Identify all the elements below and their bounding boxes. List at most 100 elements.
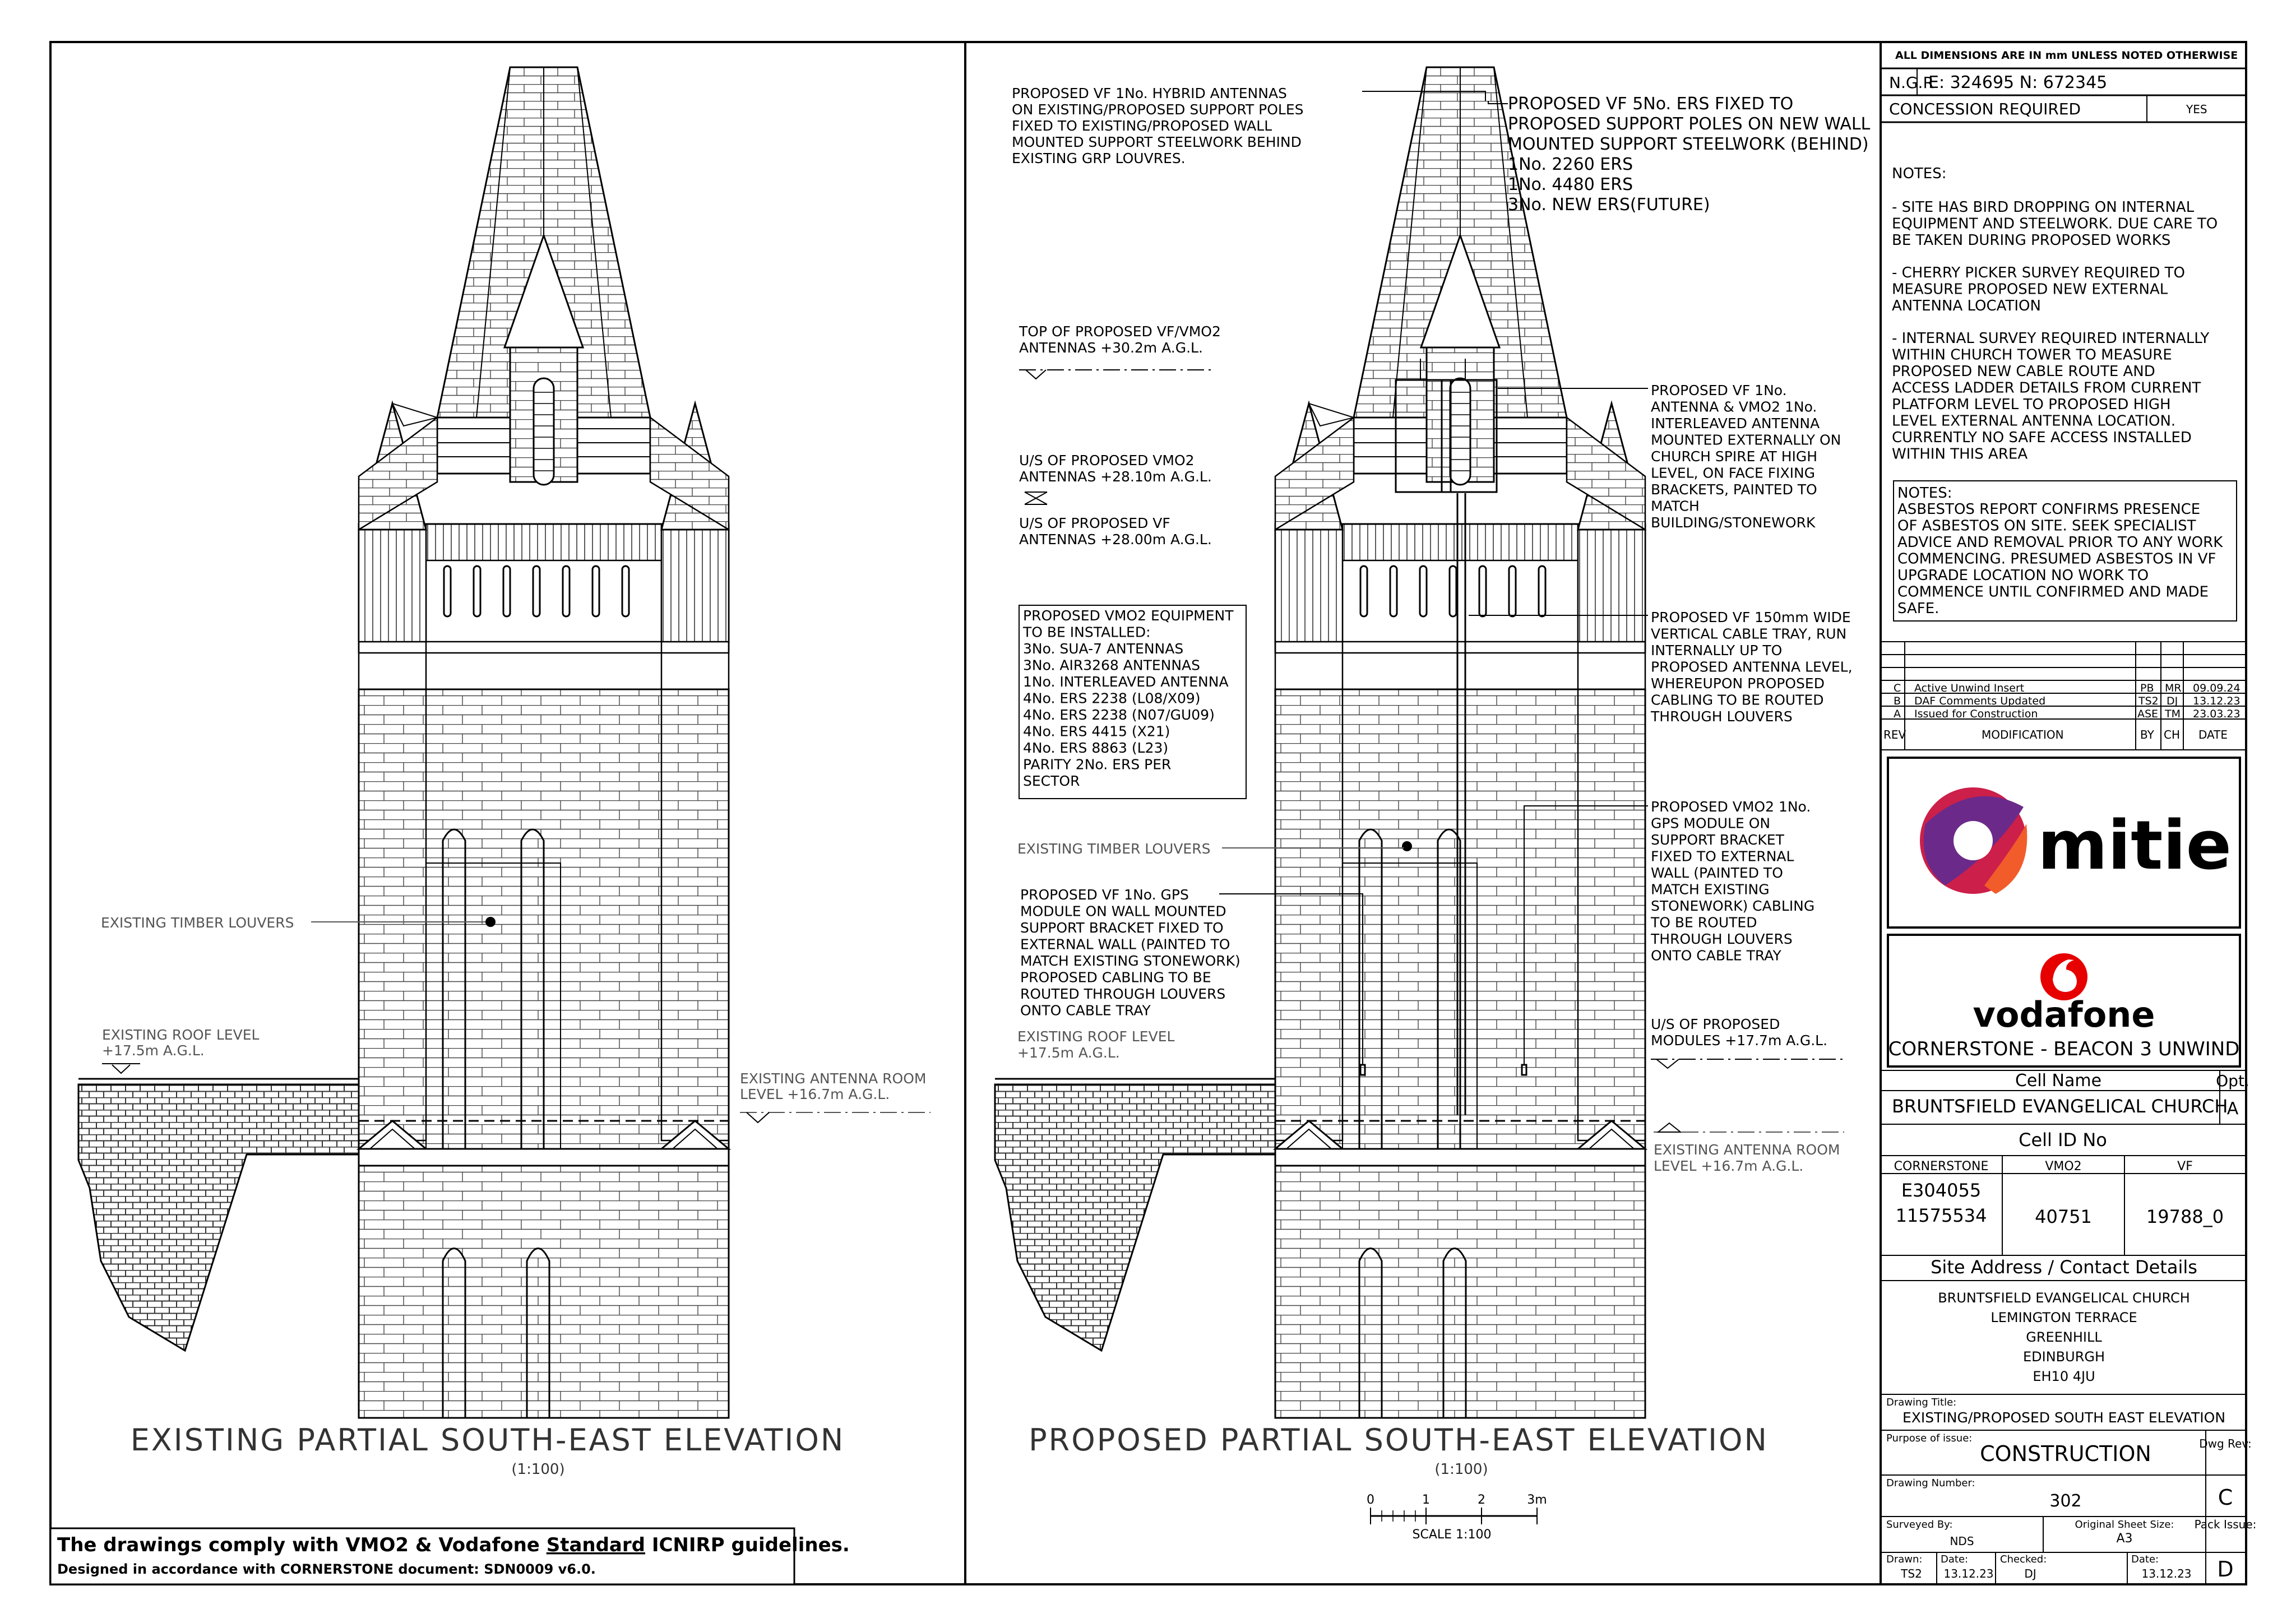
proposed-elevation-view: PROPOSED VF 1No. HYBRID ANTENNAS ON EXIS…	[994, 66, 1874, 1542]
compliance-line-2: Designed in accordance with CORNERSTONE …	[57, 1561, 596, 1577]
rev-b-date: 13.12.23	[2193, 695, 2241, 707]
rev-b-by: TS2	[2138, 695, 2159, 707]
sheet-border	[49, 41, 2247, 1585]
site-address-line-5: EH10 4JU	[2033, 1369, 2095, 1384]
cell-name-label: Cell Name	[2015, 1071, 2101, 1091]
rev-a-by: ASE	[2137, 708, 2158, 720]
existing-tower-drawing	[77, 66, 730, 1419]
cornerstone-id-2: 11575534	[1896, 1205, 1987, 1226]
rev-header-mod: MODIFICATION	[1982, 728, 2064, 741]
existing-antenna-room-value: LEVEL +16.7m A.G.L.	[740, 1086, 890, 1102]
rev-c-by: PB	[2140, 682, 2154, 694]
sheet-size-value: A3	[2116, 1532, 2132, 1546]
ers-note: PROPOSED VF 5No. ERS FIXED TO PROPOSED S…	[1508, 94, 1874, 215]
existing-elevation-view: EXISTING TIMBER LOUVERS EXISTING ROOF LE…	[77, 66, 931, 1478]
scale-tick-0: 0	[1367, 1493, 1374, 1507]
top-antennas-level: TOP OF PROPOSED VF/VMO2 ANTENNAS +30.2m …	[1019, 323, 1225, 356]
ngr-value: E: 324695 N: 672345	[1928, 73, 2107, 92]
interleaved-antenna-note: PROPOSED VF 1No. ANTENNA & VMO2 1No. INT…	[1651, 382, 1845, 531]
vmo2-id: 40751	[2035, 1206, 2092, 1227]
site-address-line-1: BRUNTSFIELD EVANGELICAL CHURCH	[1938, 1290, 2190, 1306]
notes-heading: NOTES:	[1892, 165, 1947, 182]
title-block: ALL DIMENSIONS ARE IN mm UNLESS NOTED OT…	[1881, 49, 2256, 1584]
rev-a-ch: TM	[2164, 708, 2181, 720]
opt-label: Opt.	[2216, 1072, 2249, 1090]
rev-c-ch: MR	[2165, 682, 2182, 694]
surveyed-value: NDS	[1950, 1534, 1974, 1548]
ngr-label: N.G.R	[1889, 73, 1934, 92]
checked-label: Checked:	[2000, 1554, 2047, 1565]
site-address-line-3: GREENHILL	[2026, 1329, 2102, 1345]
notes-internal-survey: - INTERNAL SURVEY REQUIRED INTERNALLY WI…	[1892, 330, 2214, 463]
dwg-rev-value: C	[2218, 1485, 2233, 1510]
drawing-number: 302	[2049, 1491, 2081, 1511]
site-address-label: Site Address / Contact Details	[1931, 1256, 2197, 1278]
vmo2-equipment-list: PROPOSED VMO2 EQUIPMENT TO BE INSTALLED:…	[1022, 608, 1238, 789]
purpose-label: Purpose of issue:	[1886, 1432, 1972, 1444]
vf-antenna	[1441, 379, 1498, 493]
rev-b-ch: DJ	[2167, 695, 2178, 707]
project-name: CORNERSTONE - BEACON 3 UNWIND	[1888, 1038, 2240, 1060]
modules-level: U/S OF PROPOSED MODULES +17.7m A.G.L.	[1651, 1016, 1827, 1049]
mitie-logo-box	[1887, 757, 2241, 929]
site-address-line-2: LEMINGTON TERRACE	[1991, 1310, 2137, 1325]
cornerstone-id-1: E304055	[1901, 1180, 1981, 1201]
vf-gps-note: PROPOSED VF 1No. GPS MODULE ON WALL MOUN…	[1020, 887, 1245, 1019]
rev-c-rev: C	[1894, 682, 1901, 694]
checked-value: DJ	[2024, 1567, 2036, 1580]
vmo2-col-label: VMO2	[2045, 1160, 2081, 1174]
vmo2-antenna	[1395, 379, 1452, 493]
vodafone-logo-mark	[2040, 953, 2087, 1000]
vodafone-wordmark: vodafone	[1973, 994, 2155, 1035]
rev-a-mod: Issued for Construction	[1914, 708, 2038, 720]
rev-header-rev: REV	[1883, 728, 1906, 741]
existing-elevation-title: EXISTING PARTIAL SOUTH-EAST ELEVATION	[131, 1422, 845, 1458]
drawing-number-label: Drawing Number:	[1886, 1477, 1975, 1489]
asbestos-box	[1893, 480, 2237, 622]
sheet-size-label: Original Sheet Size:	[2075, 1519, 2174, 1531]
cornerstone-col-label: CORNERSTONE	[1894, 1160, 1989, 1174]
purpose-value: CONSTRUCTION	[1980, 1441, 2151, 1466]
revision-table: C Active Unwind Insert PB MR 09.09.24 B …	[1881, 641, 2246, 750]
rev-header-ch: CH	[2164, 728, 2180, 741]
dims-note: ALL DIMENSIONS ARE IN mm UNLESS NOTED OT…	[1895, 49, 2238, 62]
pack-issue-label: Pack Issue:	[2195, 1518, 2257, 1531]
opt-value: A	[2227, 1099, 2239, 1119]
rev-a-rev: A	[1894, 708, 1901, 720]
vf-id: 19788_0	[2146, 1206, 2224, 1227]
scale-bar: 0 1 2 3m SCALE 1:100	[1367, 1493, 1547, 1542]
asbestos-heading: NOTES:	[1897, 485, 1952, 502]
surveyed-label: Surveyed By:	[1886, 1519, 1953, 1531]
scale-tick-2: 2	[1478, 1493, 1485, 1507]
pack-issue-value: D	[2217, 1557, 2233, 1582]
scale-tick-3: 3m	[1527, 1493, 1547, 1507]
mitie-logo-mark	[1920, 787, 2027, 894]
existing-roof-level-value: +17.5m A.G.L.	[102, 1042, 205, 1059]
vmo2-equipment-box	[1019, 605, 1247, 799]
drawing-title: EXISTING/PROPOSED SOUTH EAST ELEVATION	[1902, 1409, 2225, 1426]
asbestos-note: ASBESTOS REPORT CONFIRMS PRESENCE OF ASB…	[1897, 501, 2228, 617]
existing-elevation-scale: (1:100)	[511, 1461, 564, 1478]
drawn-value: TS2	[1900, 1567, 1922, 1580]
proposed-roof-level: EXISTING ROOF LEVEL +17.5m A.G.L.	[1017, 1028, 1179, 1061]
drawing-title-label: Drawing Title:	[1886, 1397, 1956, 1408]
compliance-line-1: The drawings comply with VMO2 & Vodafone…	[57, 1534, 850, 1556]
concession-value: YES	[2186, 103, 2207, 116]
rev-header-by: BY	[2140, 728, 2155, 741]
cable-tray-note: PROPOSED VF 150mm WIDE VERTICAL CABLE TR…	[1650, 609, 1857, 725]
vmo2-gps-note: PROPOSED VMO2 1No. GPS MODULE ON SUPPORT…	[1650, 799, 1819, 964]
scale-tick-1: 1	[1422, 1493, 1430, 1507]
rev-c-date: 09.09.24	[2193, 682, 2241, 694]
checked-date-label: Date:	[2131, 1554, 2159, 1565]
proposed-louvers-label: EXISTING TIMBER LOUVERS	[1017, 841, 1210, 857]
cell-id-label: Cell ID No	[2019, 1129, 2107, 1151]
hybrid-antennas-note: PROPOSED VF 1No. HYBRID ANTENNAS ON EXIS…	[1012, 85, 1308, 166]
proposed-elevation-scale: (1:100)	[1434, 1461, 1488, 1478]
dwg-rev-label: Dwg Rev:	[2199, 1437, 2252, 1450]
checked-date-value: 13.12.23	[2141, 1567, 2191, 1580]
rev-b-mod: DAF Comments Updated	[1914, 695, 2045, 707]
drawn-label: Drawn:	[1886, 1554, 1923, 1565]
existing-louvers-label: EXISTING TIMBER LOUVERS	[101, 915, 294, 931]
us-vmo2-level: U/S OF PROPOSED VMO2 ANTENNAS +28.10m A.…	[1019, 452, 1212, 485]
